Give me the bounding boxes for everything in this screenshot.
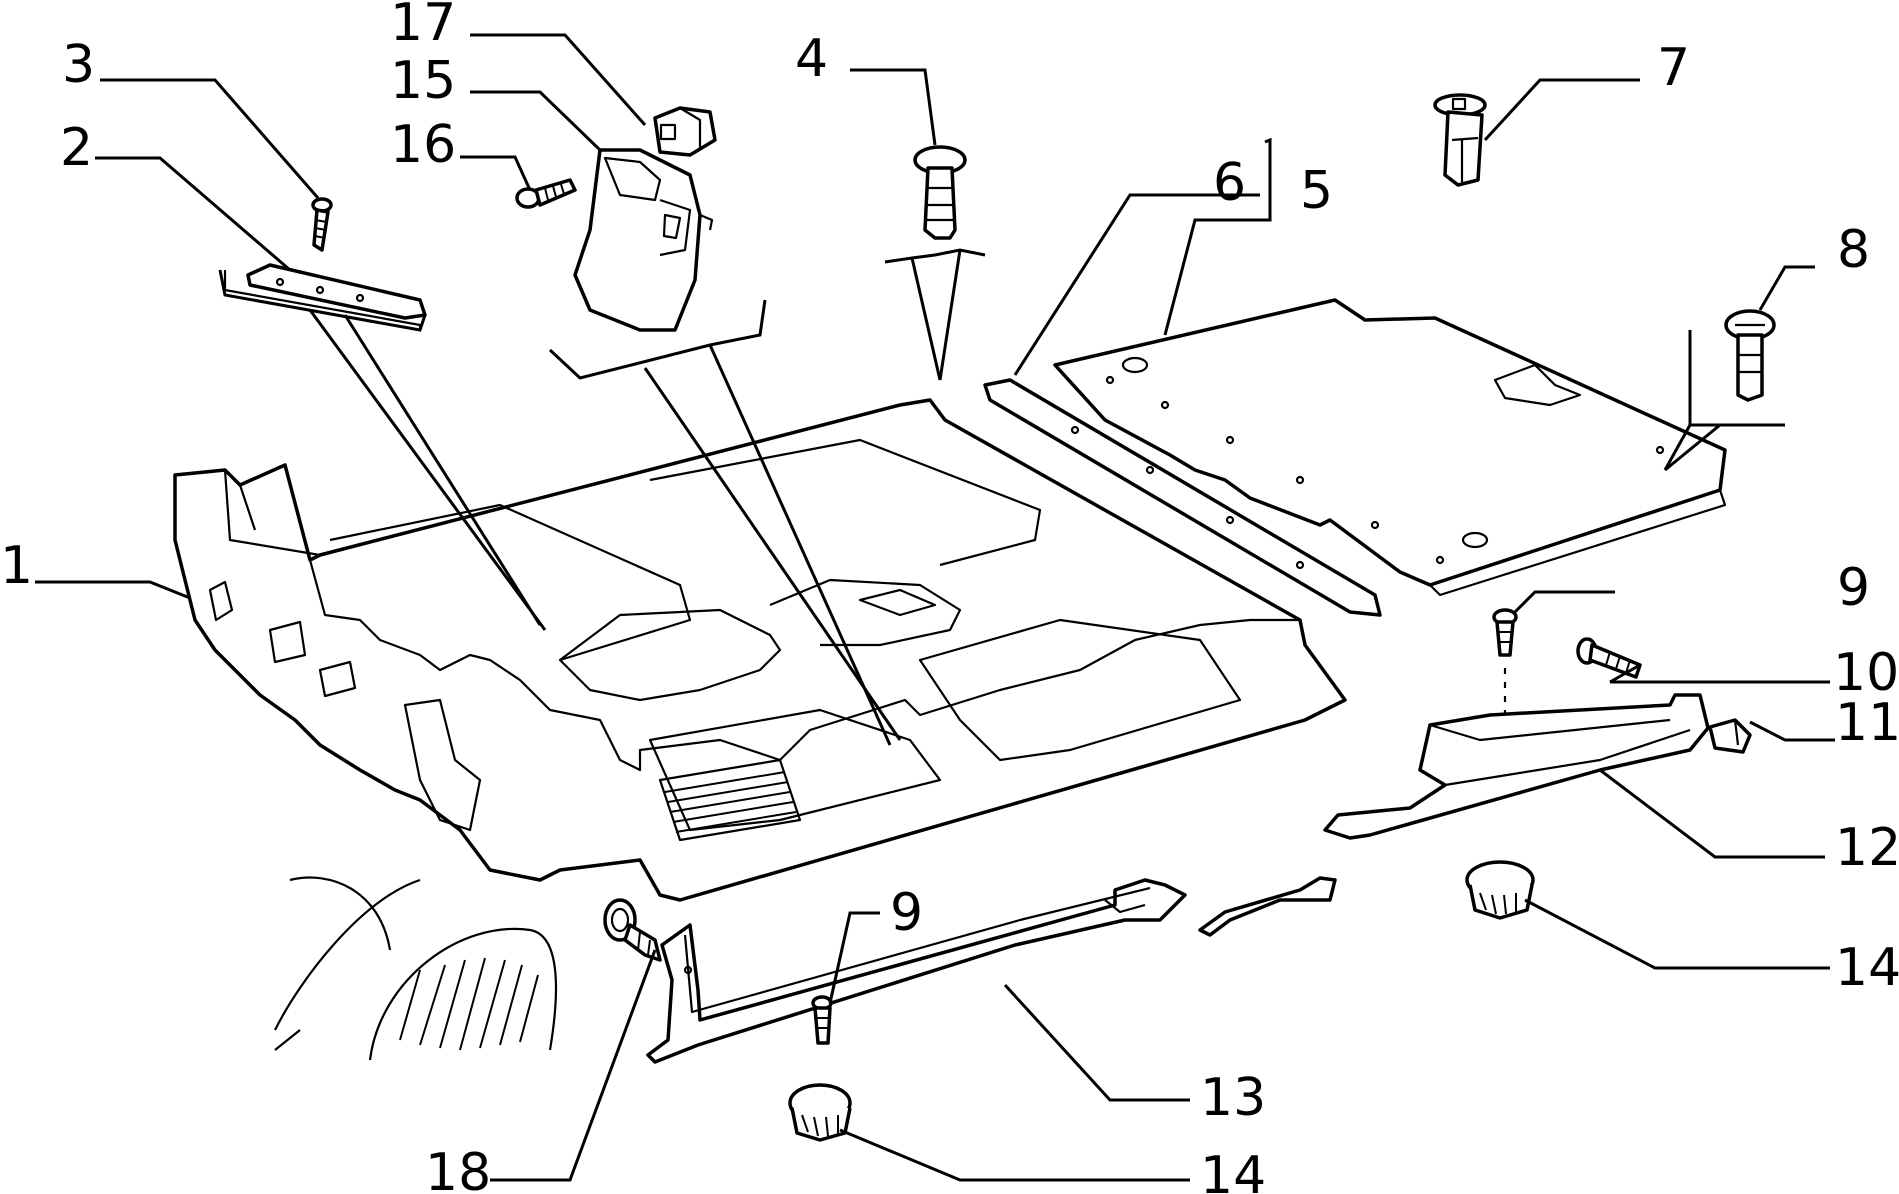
floor-hatch <box>664 771 797 833</box>
callout-17: 17 <box>390 0 456 53</box>
push-fastener-part-4 <box>913 145 967 240</box>
callout-18: 18 <box>425 1143 491 1194</box>
sill-trim-part-13 <box>646 876 1337 1064</box>
callout-1: 1 <box>0 536 33 596</box>
push-fastener-part-8 <box>1724 309 1776 402</box>
callout-8: 8 <box>1837 220 1870 280</box>
callout-9-lower: 9 <box>890 883 923 943</box>
grommet-plug-part-14-left <box>788 1083 852 1142</box>
callout-14-left: 14 <box>1200 1146 1266 1194</box>
callout-11: 11 <box>1835 693 1899 753</box>
callout-16: 16 <box>390 115 456 175</box>
callout-6: 6 <box>1213 153 1246 213</box>
screw-part-3 <box>311 197 333 252</box>
wheel-hatch <box>399 957 539 1051</box>
screw-part-16 <box>515 178 577 209</box>
callout-12: 12 <box>1835 818 1899 878</box>
cover-panel-part-15 <box>573 148 714 332</box>
callout-5: 5 <box>1300 161 1333 221</box>
callout-9-upper: 9 <box>1837 558 1870 618</box>
sill-trim-part-12 <box>1323 693 1710 840</box>
callout-3: 3 <box>62 35 95 95</box>
assembly-guide-lines <box>218 248 1785 746</box>
nut-clip-part-11 <box>1708 718 1752 754</box>
grommet-plug-part-14-right <box>1465 860 1535 920</box>
callout-2: 2 <box>60 118 93 178</box>
callout-10: 10 <box>1833 643 1899 703</box>
retaining-clip-part-18 <box>603 898 662 962</box>
callout-15: 15 <box>390 51 456 111</box>
callout-leaders <box>35 33 1835 1182</box>
trim-strip-part-6 <box>983 378 1382 617</box>
expanding-clip-part-7 <box>1433 93 1487 187</box>
callout-4: 4 <box>795 29 828 89</box>
callout-13: 13 <box>1200 1068 1266 1128</box>
bolt-part-10 <box>1576 637 1642 679</box>
luggage-board-part-5 <box>1053 298 1727 597</box>
screw-part-9-lower <box>811 995 833 1045</box>
callout-14-right: 14 <box>1835 938 1899 998</box>
clip-part-17 <box>653 106 717 157</box>
callout-7: 7 <box>1657 38 1690 98</box>
support-bar-part-2 <box>223 263 427 330</box>
